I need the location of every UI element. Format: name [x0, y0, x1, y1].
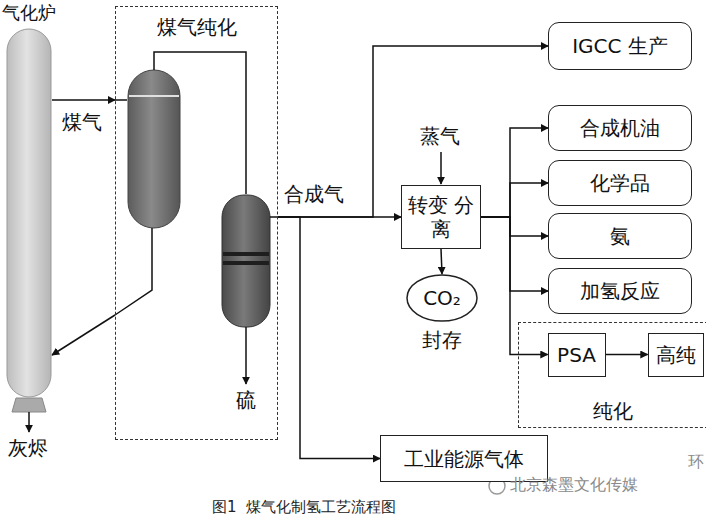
process-box: 工业能源气体	[380, 435, 548, 482]
process-box: PSA	[548, 333, 606, 377]
stream-label: 灰烬	[8, 436, 48, 460]
desulfur-vessel	[222, 195, 270, 327]
gas-inlet-line	[115, 99, 127, 101]
node-heading: 气化炉	[2, 2, 56, 24]
process-box: 转变 分离	[401, 185, 481, 249]
node-heading: 煤气纯化	[116, 15, 277, 39]
flow-connector	[606, 354, 648, 356]
flow-connector	[481, 217, 548, 355]
steam-arrow	[440, 152, 442, 184]
ellipse-outline	[407, 275, 477, 321]
watermark: 北京森墨文化传媒	[510, 475, 638, 494]
node-text: 化学品	[590, 171, 650, 195]
node-text: 工业能源气体	[404, 447, 524, 471]
figure-caption: 图1 煤气化制氢工艺流程图	[212, 498, 396, 516]
gasifier: 气化炉	[6, 28, 52, 398]
stream-label: 合成气	[284, 182, 344, 206]
process-box: IGCC 生产	[548, 22, 692, 70]
flow-connector	[278, 217, 380, 459]
product-box: 合成机油	[548, 105, 692, 151]
purification-group: 煤气纯化	[115, 6, 278, 440]
purification-region: 纯化 PSA 高纯	[518, 322, 706, 428]
gasifier-nozzle	[12, 398, 46, 412]
product-box: 高纯	[648, 333, 704, 377]
product-box: 化学品	[548, 160, 692, 206]
node-text: 氨	[610, 224, 630, 248]
node-heading: 封存	[406, 328, 478, 352]
node-text: 合成机油	[580, 116, 660, 140]
watermark: 环	[688, 452, 704, 471]
flow-connector	[52, 99, 115, 101]
return-line	[115, 228, 152, 315]
sulfur-arrow	[245, 327, 247, 384]
node-text: 高纯	[656, 343, 696, 367]
flow-connector	[481, 217, 548, 291]
product-box: 加氢反应	[548, 268, 692, 314]
vessel-band	[223, 261, 269, 265]
vessel-band	[223, 252, 269, 256]
flow-connector	[481, 128, 548, 217]
product-box: 氨	[548, 213, 692, 259]
stream-label: 硫	[236, 388, 256, 412]
ash-arrow	[28, 412, 30, 432]
gasifier-body	[7, 29, 51, 397]
edge-label: 煤气	[60, 110, 104, 134]
storage-ellipse: CO₂封存	[406, 274, 478, 322]
vessel-band	[129, 95, 179, 97]
node-text: 转变 分离	[402, 193, 480, 241]
node-text: PSA	[557, 343, 596, 367]
flow-connector	[481, 217, 548, 236]
node-text: CO₂	[423, 286, 461, 310]
node-text: 加氢反应	[580, 279, 660, 303]
stream-label: 蒸气	[420, 124, 460, 148]
flow-connector	[481, 183, 548, 217]
syngas-outlet	[270, 216, 278, 218]
transfer-line	[154, 52, 246, 194]
node-text: IGCC 生产	[572, 34, 668, 58]
purifier-vessel	[128, 70, 180, 228]
node-heading: 纯化	[519, 399, 706, 423]
gasifier-shape	[6, 28, 52, 398]
flow-connector	[441, 249, 442, 274]
flow-connector	[52, 315, 115, 355]
